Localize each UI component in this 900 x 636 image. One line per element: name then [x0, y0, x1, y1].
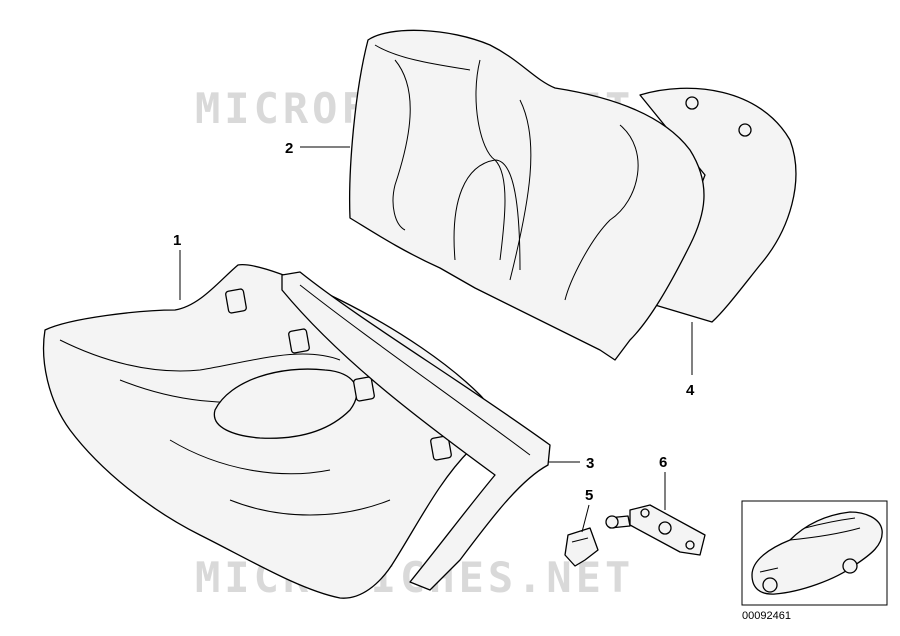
callout-2[interactable]: 2 [285, 140, 293, 157]
part-5-clip[interactable] [564, 527, 599, 567]
reference-number: 00092461 [742, 610, 791, 622]
callout-4[interactable]: 4 [686, 382, 695, 399]
part-6-bracket[interactable] [605, 504, 706, 556]
part-3-seat-frame[interactable] [281, 271, 551, 591]
callout-1[interactable]: 1 [173, 232, 181, 249]
car-thumbnail-icon [751, 511, 883, 595]
leader-5 [581, 504, 590, 533]
callout-3[interactable]: 3 [586, 455, 594, 472]
part-2-backrest-cover[interactable] [349, 29, 705, 361]
vehicle-inset[interactable] [741, 500, 888, 606]
callout-6[interactable]: 6 [659, 454, 667, 471]
callout-5[interactable]: 5 [585, 487, 593, 504]
part-1-seat-cushion[interactable] [42, 264, 490, 599]
